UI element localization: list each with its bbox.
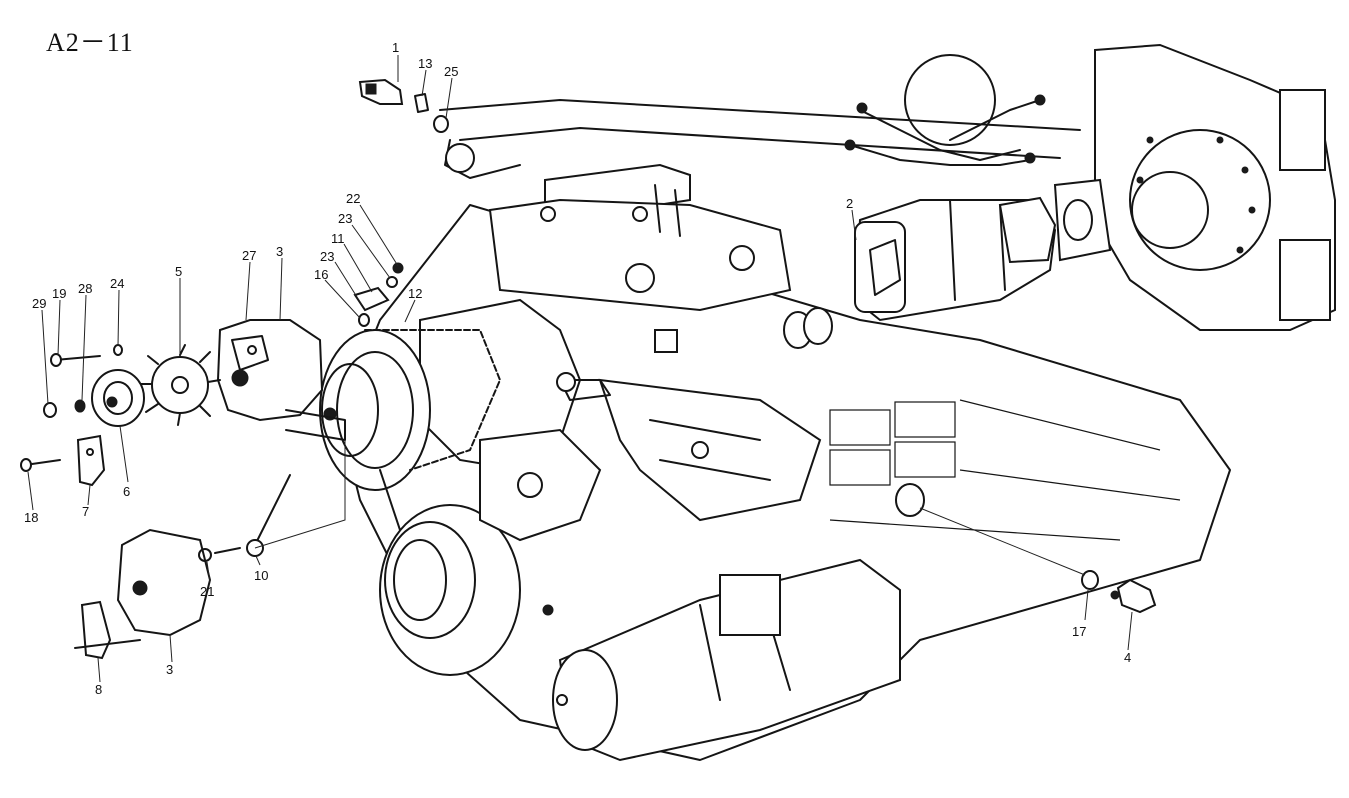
callout-2: 2 [846, 196, 853, 211]
callout-24: 24 [110, 276, 124, 291]
oil-pressure-switch-icon [1081, 570, 1157, 614]
hardware-group [353, 262, 404, 327]
callout-28: 28 [78, 281, 92, 296]
callout-16: 16 [314, 267, 328, 282]
bolt-washer-group [20, 344, 123, 472]
callout-13: 13 [418, 56, 432, 71]
callout-labels: 1 13 25 2 22 23 11 23 16 12 27 3 5 24 28… [24, 40, 1131, 697]
callout-19: 19 [52, 286, 66, 301]
callout-5: 5 [175, 264, 182, 279]
bracket-icon [76, 434, 106, 487]
callout-17: 17 [1072, 624, 1086, 639]
starter-motor-bottom-icon [552, 558, 901, 762]
callout-8: 8 [95, 682, 102, 697]
callout-21: 21 [200, 584, 214, 599]
callout-7: 7 [82, 504, 89, 519]
bracket-lower-icon [74, 600, 141, 660]
callout-18: 18 [24, 510, 38, 525]
pulley-icon [91, 369, 145, 427]
callout-27: 27 [242, 248, 256, 263]
fan-icon [139, 344, 221, 426]
callout-1: 1 [392, 40, 399, 55]
callout-11: 11 [331, 231, 345, 246]
alternator-icon [216, 319, 346, 441]
sensor-icon [358, 78, 475, 173]
callout-23-lower: 23 [320, 249, 334, 264]
callout-29: 29 [32, 296, 46, 311]
figure-title: A2－11 [46, 28, 134, 57]
callout-3-upper: 3 [276, 244, 283, 259]
callout-12: 12 [408, 286, 422, 301]
leader-lines [27, 55, 1133, 683]
callout-23-upper: 23 [338, 211, 352, 226]
starter-motor-icon [853, 196, 1057, 322]
flywheel-housing-icon [1053, 43, 1336, 331]
callout-25: 25 [444, 64, 458, 79]
callout-22: 22 [346, 191, 360, 206]
wiring-harness-icon [844, 54, 1046, 166]
engine-block-icon [319, 99, 1231, 761]
callout-4: 4 [1124, 650, 1131, 665]
alternator-lower-icon [116, 474, 291, 637]
callout-6: 6 [123, 484, 130, 499]
callout-3-lower: 3 [166, 662, 173, 677]
callout-10: 10 [254, 568, 268, 583]
